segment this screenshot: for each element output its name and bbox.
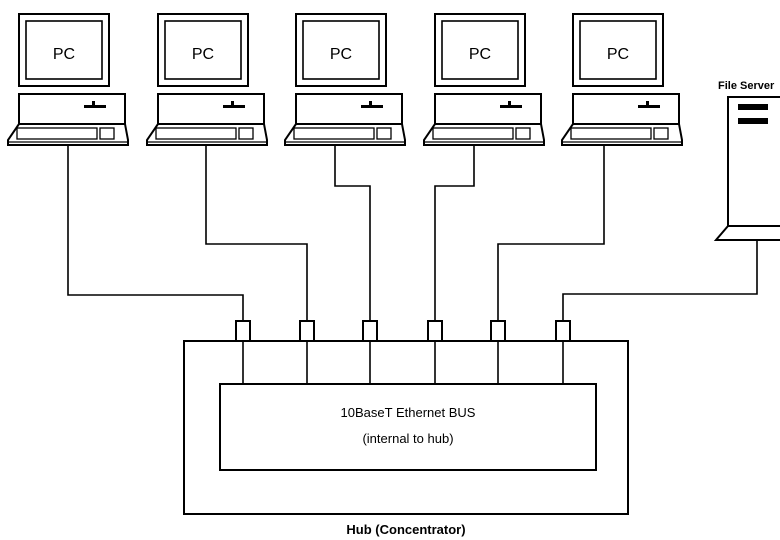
pc-keys bbox=[155, 127, 237, 140]
hub-port bbox=[555, 320, 571, 342]
hub-port bbox=[362, 320, 378, 342]
pc-base bbox=[18, 93, 126, 125]
pc-screen bbox=[579, 20, 657, 80]
hub-port bbox=[427, 320, 443, 342]
hub-port bbox=[299, 320, 315, 342]
pc-base bbox=[434, 93, 542, 125]
pc-3: PC bbox=[284, 13, 406, 146]
server-base bbox=[713, 225, 780, 241]
pc-monitor bbox=[157, 13, 249, 87]
pc-monitor bbox=[434, 13, 526, 87]
pc-5: PC bbox=[561, 13, 683, 146]
pc-base bbox=[572, 93, 680, 125]
pc-screen bbox=[164, 20, 242, 80]
pc-label: PC bbox=[53, 46, 75, 63]
server-drive-2 bbox=[738, 118, 768, 124]
pc-label: PC bbox=[469, 46, 491, 63]
pc-keyboard bbox=[146, 123, 268, 146]
pc-monitor bbox=[295, 13, 387, 87]
hub-box bbox=[183, 340, 629, 515]
pc-1: PC bbox=[7, 13, 129, 146]
pc-drive-slot bbox=[223, 105, 245, 108]
pc-label: PC bbox=[607, 46, 629, 63]
pc-drive-slot bbox=[500, 105, 522, 108]
pc-screen bbox=[441, 20, 519, 80]
pc-keys bbox=[293, 127, 375, 140]
pc-drive-slot bbox=[84, 105, 106, 108]
pc-keyboard bbox=[284, 123, 406, 146]
cable-pc-3 bbox=[334, 145, 371, 321]
pc-keyboard bbox=[423, 123, 545, 146]
hub-label: Hub (Concentrator) bbox=[346, 522, 465, 537]
pc-keys bbox=[570, 127, 652, 140]
cable-pc-1 bbox=[67, 145, 244, 321]
pc-label: PC bbox=[330, 46, 352, 63]
pc-monitor bbox=[572, 13, 664, 87]
pc-keys bbox=[16, 127, 98, 140]
server-tower bbox=[727, 96, 780, 227]
pc-keyboard bbox=[7, 123, 129, 146]
cable-pc-5 bbox=[497, 145, 605, 321]
hub-ports bbox=[235, 320, 571, 342]
pc-keyboard bbox=[561, 123, 683, 146]
file-server bbox=[713, 96, 780, 241]
pc-monitor bbox=[18, 13, 110, 87]
pc-label: PC bbox=[192, 46, 214, 63]
pc-base bbox=[295, 93, 403, 125]
pc-drive-slot bbox=[361, 105, 383, 108]
pc-screen bbox=[302, 20, 380, 80]
pc-2: PC bbox=[146, 13, 268, 146]
ethernet-bus bbox=[219, 383, 597, 471]
bus-label-line2: (internal to hub) bbox=[362, 431, 453, 446]
bus-drops bbox=[242, 341, 564, 384]
cable-pc-2 bbox=[205, 145, 308, 321]
pc-screen bbox=[25, 20, 103, 80]
pc-4: PC bbox=[423, 13, 545, 146]
hub-port bbox=[490, 320, 506, 342]
bus-label-line1: 10BaseT Ethernet BUS bbox=[341, 405, 476, 420]
network-cables bbox=[67, 145, 758, 321]
hub-port bbox=[235, 320, 251, 342]
server-drive-1 bbox=[738, 104, 768, 110]
cable-pc-4 bbox=[434, 145, 475, 321]
file-server-label: File Server bbox=[718, 80, 775, 92]
pc-drive-slot bbox=[638, 105, 660, 108]
cable-file-server bbox=[562, 240, 758, 321]
pc-keys bbox=[432, 127, 514, 140]
pc-base bbox=[157, 93, 265, 125]
